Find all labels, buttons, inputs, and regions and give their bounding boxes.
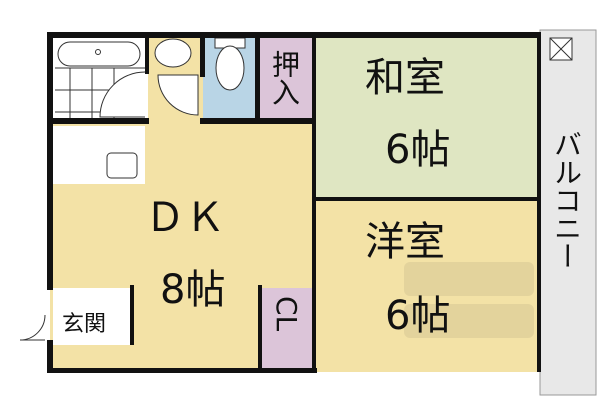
yoshitsu-size: 6帖 (385, 293, 451, 339)
washitsu-floor (315, 35, 540, 200)
dk-size: 8帖 (160, 267, 226, 313)
sink-icon (154, 38, 192, 68)
balcony-area (539, 29, 597, 396)
balcony-label: バルコニー (550, 130, 583, 270)
dk-name: ＤＫ (145, 195, 225, 241)
genkan-floor (53, 288, 130, 345)
watermark-logo (404, 262, 534, 338)
oshiire-label: 押入 (268, 50, 301, 106)
washitsu-name: 和室 (365, 55, 445, 101)
closet-floor (262, 288, 312, 368)
yoshitsu-floor (315, 200, 540, 372)
stove-icon (106, 152, 138, 179)
yoshitsu-name: 洋室 (365, 219, 445, 265)
washitsu-size: 6帖 (385, 127, 451, 173)
genkan-label: 玄関 (62, 312, 107, 337)
closet-label: CL (270, 296, 303, 332)
oshiire-floor (260, 35, 315, 122)
